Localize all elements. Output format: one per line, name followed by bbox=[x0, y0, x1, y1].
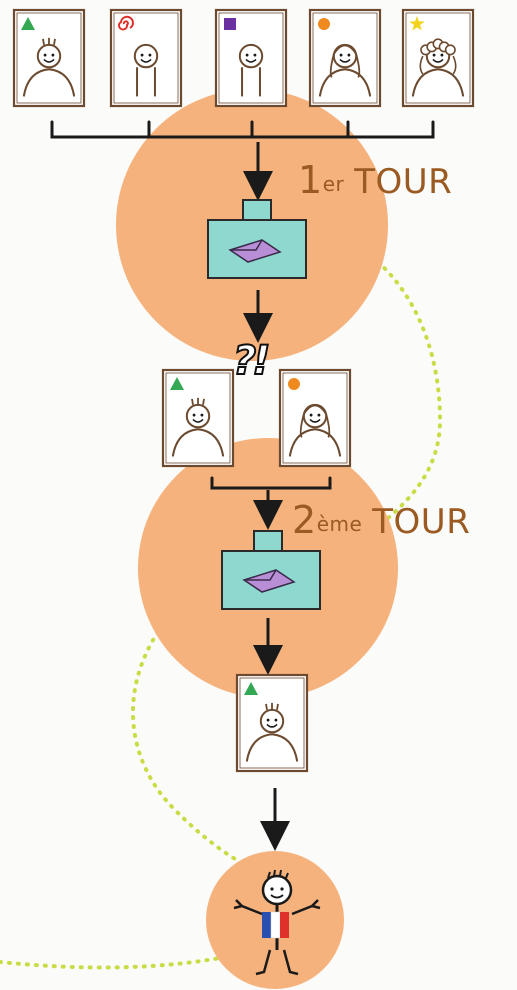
round-2-suffix: ème bbox=[316, 512, 363, 536]
candidate-card-c4 bbox=[308, 8, 382, 108]
candidate-portrait bbox=[245, 702, 299, 762]
tricolour-sash bbox=[262, 911, 289, 939]
spiral-symbol-icon bbox=[118, 15, 134, 31]
dotted-path-bottom bbox=[0, 956, 222, 970]
candidate-portrait bbox=[238, 43, 264, 97]
finalist-card-c4 bbox=[278, 368, 352, 468]
round-2-word: TOUR bbox=[372, 502, 471, 542]
round-1-number: 1 bbox=[298, 158, 323, 202]
triangle-symbol-icon bbox=[170, 377, 184, 390]
dotted-path-right bbox=[376, 260, 443, 527]
candidate-portrait bbox=[318, 43, 372, 97]
circle-symbol-icon bbox=[318, 18, 330, 30]
envelope-icon bbox=[228, 239, 282, 263]
round-1-suffix: er bbox=[322, 172, 345, 196]
square-symbol-icon bbox=[224, 18, 236, 30]
round-1-label: 1er TOUR bbox=[298, 158, 452, 202]
president-figure bbox=[233, 869, 321, 976]
candidate-card-c3 bbox=[214, 8, 288, 108]
candidate-portrait bbox=[171, 397, 225, 457]
candidate-card-c1 bbox=[12, 8, 86, 108]
winner-card-c1 bbox=[235, 673, 309, 773]
candidate-portrait bbox=[411, 38, 465, 97]
dotted-path-left bbox=[131, 630, 242, 864]
round-2-label: 2ème TOUR bbox=[292, 498, 470, 542]
finalist-card-c1 bbox=[161, 368, 235, 468]
round-1-word: TOUR bbox=[354, 162, 453, 202]
star-symbol-icon bbox=[409, 16, 425, 31]
candidate-card-c5 bbox=[401, 8, 475, 108]
candidate-portrait bbox=[133, 43, 159, 97]
envelope-icon bbox=[242, 569, 296, 593]
ballot-box-round-2 bbox=[221, 530, 321, 610]
triangle-symbol-icon bbox=[244, 682, 258, 695]
circle-symbol-icon bbox=[288, 378, 300, 390]
candidate-portrait bbox=[22, 37, 76, 97]
triangle-symbol-icon bbox=[21, 17, 35, 30]
candidate-card-c2 bbox=[109, 8, 183, 108]
round-1-bracket bbox=[50, 120, 435, 139]
candidate-portrait bbox=[288, 403, 342, 457]
round-2-bracket bbox=[210, 476, 332, 490]
runoff-question-mark: ?! bbox=[232, 337, 272, 385]
round-2-number: 2 bbox=[292, 498, 317, 542]
ballot-box-round-1 bbox=[207, 199, 307, 279]
